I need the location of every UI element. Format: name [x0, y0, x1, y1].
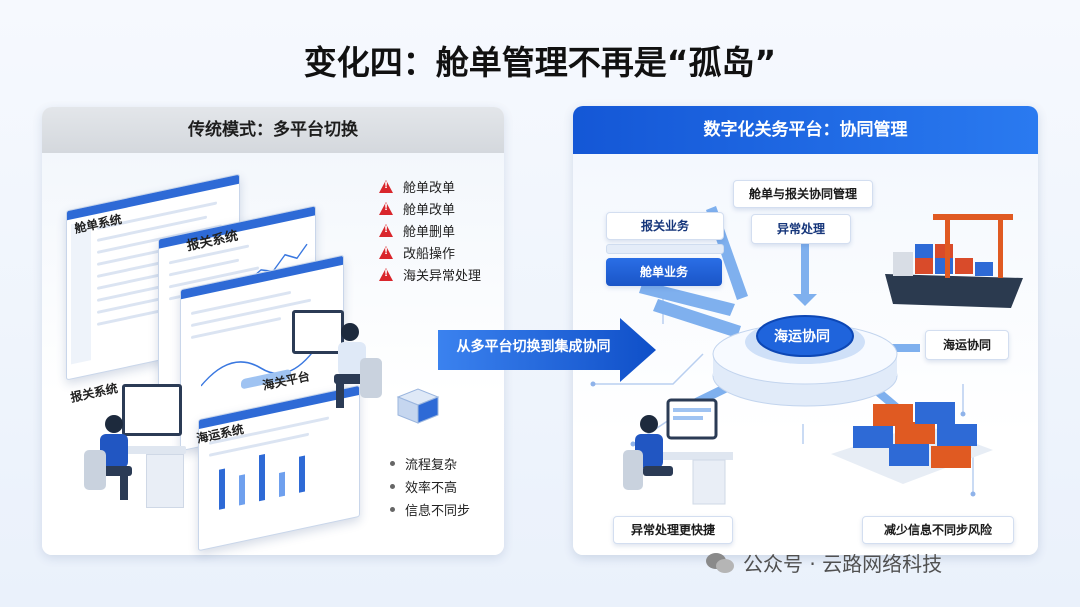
platform-operator-icon [334, 323, 382, 408]
warning-icon [379, 245, 393, 259]
warning-item: 舱单改单 [379, 175, 481, 197]
problem-item: 效率不高 [390, 475, 470, 498]
manifest-business-chip: 舱单业务 [606, 258, 722, 286]
customs-desk-body [146, 454, 184, 508]
customs-business-chip: 报关业务 [606, 212, 724, 240]
warning-item: 海关异常处理 [379, 263, 481, 285]
server-icon [396, 388, 440, 424]
warning-icon [379, 267, 393, 281]
exception-handling-chip: 异常处理 [751, 214, 851, 244]
customs-monitor [122, 384, 182, 436]
bullet-icon [390, 461, 395, 466]
digital-platform-header: 数字化关务平台：协同管理 [573, 106, 1038, 154]
bullet-icon [390, 484, 395, 489]
hub-label: 海运协同 [774, 329, 830, 345]
warning-list: 舱单改单 舱单改单 舱单删单 改船操作 海关异常处理 [379, 175, 481, 285]
problem-item: 信息不同步 [390, 498, 470, 521]
problem-item: 流程复杂 [390, 452, 470, 475]
coordination-label: 舱单与报关协同管理 [733, 180, 873, 208]
warning-icon [379, 223, 393, 237]
warning-item: 改船操作 [379, 241, 481, 263]
warning-icon [379, 201, 393, 215]
customs-platform-screen [180, 254, 344, 452]
problem-list: 流程复杂 效率不高 信息不同步 [390, 452, 470, 521]
collaboration-diagram [590, 206, 1023, 505]
watermark: 公众号 · 云路网络科技 [705, 548, 942, 577]
page-title: 变化四：舱单管理不再是“孤岛” [303, 43, 777, 82]
transition-arrow [438, 318, 656, 382]
customs-desk [100, 446, 186, 454]
faster-exception-label: 异常处理更快捷 [613, 516, 733, 544]
transition-label: 从多平台切换到集成协同 [456, 339, 611, 355]
traditional-mode-header: 传统模式：多平台切换 [42, 107, 504, 153]
warning-item: 舱单改单 [379, 197, 481, 219]
warning-item: 舱单删单 [379, 219, 481, 241]
business-stack-divider [606, 244, 724, 254]
warning-icon [379, 179, 393, 193]
risk-reduction-label: 减少信息不同步风险 [862, 516, 1014, 544]
customs-operator-icon [84, 415, 132, 500]
bullet-icon [390, 507, 395, 512]
shipping-coordination-label: 海运协同 [925, 330, 1009, 360]
wechat-icon [706, 552, 734, 573]
